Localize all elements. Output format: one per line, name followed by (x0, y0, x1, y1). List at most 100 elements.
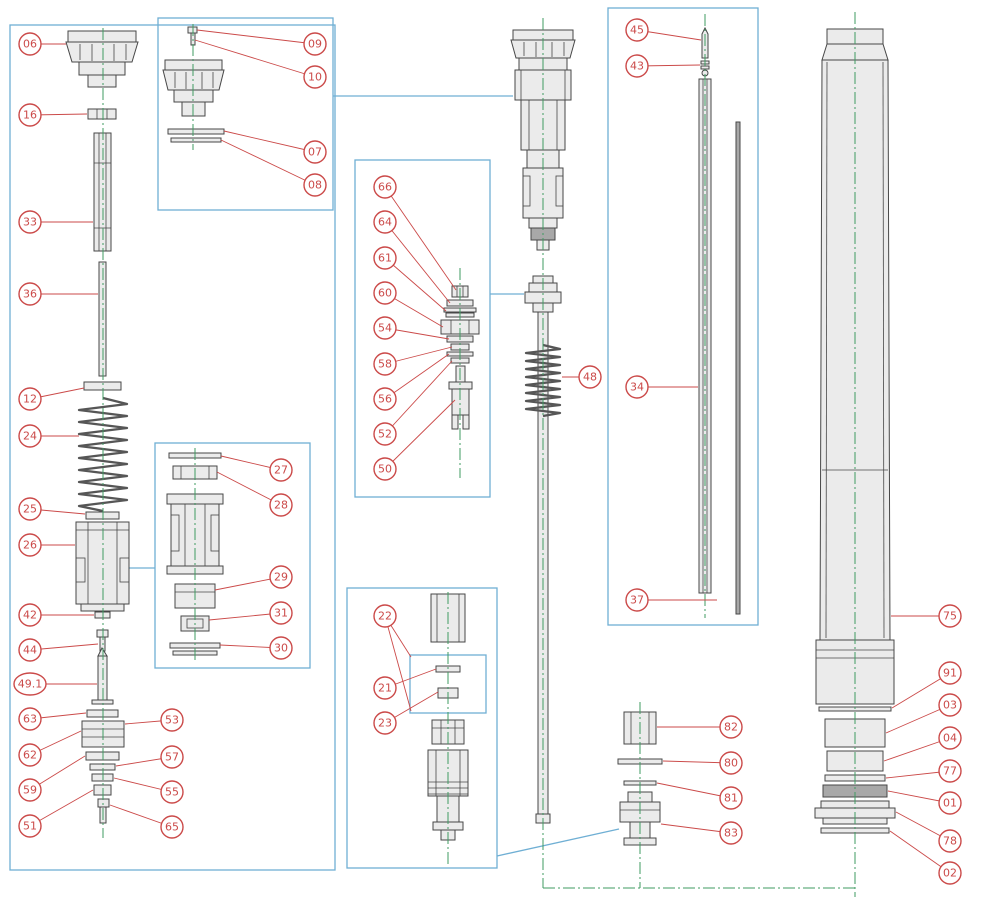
callout-bubble-02[interactable] (938, 861, 962, 885)
leader-line-31 (208, 612, 282, 621)
detail-boxes (9, 7, 759, 871)
callout-label-56: 56 (378, 393, 392, 406)
callout-bubble-33[interactable] (18, 210, 42, 234)
callout-bubble-29[interactable] (269, 565, 293, 589)
callout-bubble-30[interactable] (269, 636, 293, 660)
callout-label-28: 28 (274, 499, 288, 512)
leader-line-09 (196, 29, 316, 45)
callout-bubble-07[interactable] (303, 140, 327, 164)
leader-line-28 (216, 471, 282, 506)
callout-bubble-55[interactable] (160, 780, 184, 804)
callout-bubble-10[interactable] (303, 65, 327, 89)
callout-label-51: 51 (23, 820, 37, 833)
callout-bubble-53[interactable] (160, 708, 184, 732)
callout-bubble-36[interactable] (18, 282, 42, 306)
callout-bubble-34[interactable] (625, 375, 649, 399)
callout-bubble-63[interactable] (18, 707, 42, 731)
callout-bubble-27[interactable] (269, 458, 293, 482)
callout-bubble-77[interactable] (938, 759, 962, 783)
detail-box-rod (607, 7, 759, 626)
leader-line-64 (384, 221, 451, 304)
callout-label-06: 06 (23, 38, 37, 51)
part-cap-oring-lower (170, 137, 222, 143)
callout-label-30: 30 (274, 642, 288, 655)
callout-bubble-59[interactable] (18, 778, 42, 802)
callout-bubble-09[interactable] (303, 32, 327, 56)
callout-bubble-51[interactable] (18, 814, 42, 838)
callout-label-33: 33 (23, 216, 37, 229)
callout-bubble-62[interactable] (18, 743, 42, 767)
callout-label-65: 65 (165, 821, 179, 834)
callout-label-12: 12 (23, 393, 37, 406)
centerlines (102, 12, 856, 897)
callout-bubble-21[interactable] (373, 676, 397, 700)
callout-label-62: 62 (23, 749, 37, 762)
callouts: 0616333612242526424449.16362595153575565… (13, 18, 962, 885)
callout-bubble-06[interactable] (18, 32, 42, 56)
callout-bubble-45[interactable] (625, 18, 649, 42)
callout-bubble-03[interactable] (938, 693, 962, 717)
callout-label-66: 66 (378, 181, 392, 194)
part-lock-nut (87, 108, 117, 120)
callout-label-37: 37 (630, 594, 644, 607)
callout-label-22: 22 (378, 610, 392, 623)
callout-bubble-50[interactable] (373, 457, 397, 481)
callout-bubble-08[interactable] (303, 173, 327, 197)
callout-bubble-23[interactable] (373, 711, 397, 735)
callout-bubble-58[interactable] (373, 352, 397, 376)
callout-bubble-48[interactable] (578, 365, 602, 389)
callout-bubble-12[interactable] (18, 387, 42, 411)
callout-label-01: 01 (943, 797, 957, 810)
callout-label-09: 09 (308, 38, 322, 51)
callout-bubble-24[interactable] (18, 424, 42, 448)
callout-bubble-91[interactable] (938, 661, 962, 685)
callout-bubble-52[interactable] (373, 422, 397, 446)
callout-bubble-31[interactable] (269, 601, 293, 625)
callout-label-10: 10 (308, 71, 322, 84)
callout-bubble-56[interactable] (373, 387, 397, 411)
callout-bubble-83[interactable] (719, 821, 743, 845)
callout-label-23: 23 (378, 717, 392, 730)
callout-bubble-04[interactable] (938, 726, 962, 750)
callout-bubble-57[interactable] (160, 745, 184, 769)
callout-label-49.1: 49.1 (18, 678, 43, 691)
part-fork-cap (65, 30, 139, 88)
callout-bubble-80[interactable] (719, 751, 743, 775)
callout-bubble-28[interactable] (269, 493, 293, 517)
callout-bubble-82[interactable] (719, 715, 743, 739)
leader-line-81 (656, 782, 732, 799)
leader-line-61 (384, 257, 447, 312)
callout-bubble-44[interactable] (18, 638, 42, 662)
leader-line-52 (384, 360, 453, 435)
callout-bubble-43[interactable] (625, 54, 649, 78)
detail-box-piston (154, 442, 311, 669)
callout-bubble-64[interactable] (373, 210, 397, 234)
callout-label-43: 43 (630, 60, 644, 73)
callout-label-78: 78 (943, 835, 957, 848)
callout-label-83: 83 (724, 827, 738, 840)
callout-bubble-54[interactable] (373, 316, 397, 340)
callout-bubble-42[interactable] (18, 603, 42, 627)
callout-bubble-78[interactable] (938, 829, 962, 853)
leader-line-66 (384, 186, 457, 291)
part-cap-oring-upper (167, 128, 225, 135)
callout-bubble-75[interactable] (938, 604, 962, 628)
callout-bubble-81[interactable] (719, 786, 743, 810)
callout-label-52: 52 (378, 428, 392, 441)
callout-bubble-37[interactable] (625, 588, 649, 612)
callout-bubble-01[interactable] (938, 791, 962, 815)
callout-bubble-61[interactable] (373, 246, 397, 270)
callout-bubble-49.1[interactable] (13, 672, 47, 696)
callout-bubble-66[interactable] (373, 175, 397, 199)
callout-label-91: 91 (943, 667, 957, 680)
callout-bubble-26[interactable] (18, 533, 42, 557)
callout-label-55: 55 (165, 786, 179, 799)
callout-label-45: 45 (630, 24, 644, 37)
callout-bubble-22[interactable] (373, 604, 397, 628)
callout-bubble-25[interactable] (18, 497, 42, 521)
callout-label-75: 75 (943, 610, 957, 623)
callout-bubble-60[interactable] (373, 281, 397, 305)
callout-bubble-65[interactable] (160, 815, 184, 839)
callout-bubble-16[interactable] (18, 103, 42, 127)
